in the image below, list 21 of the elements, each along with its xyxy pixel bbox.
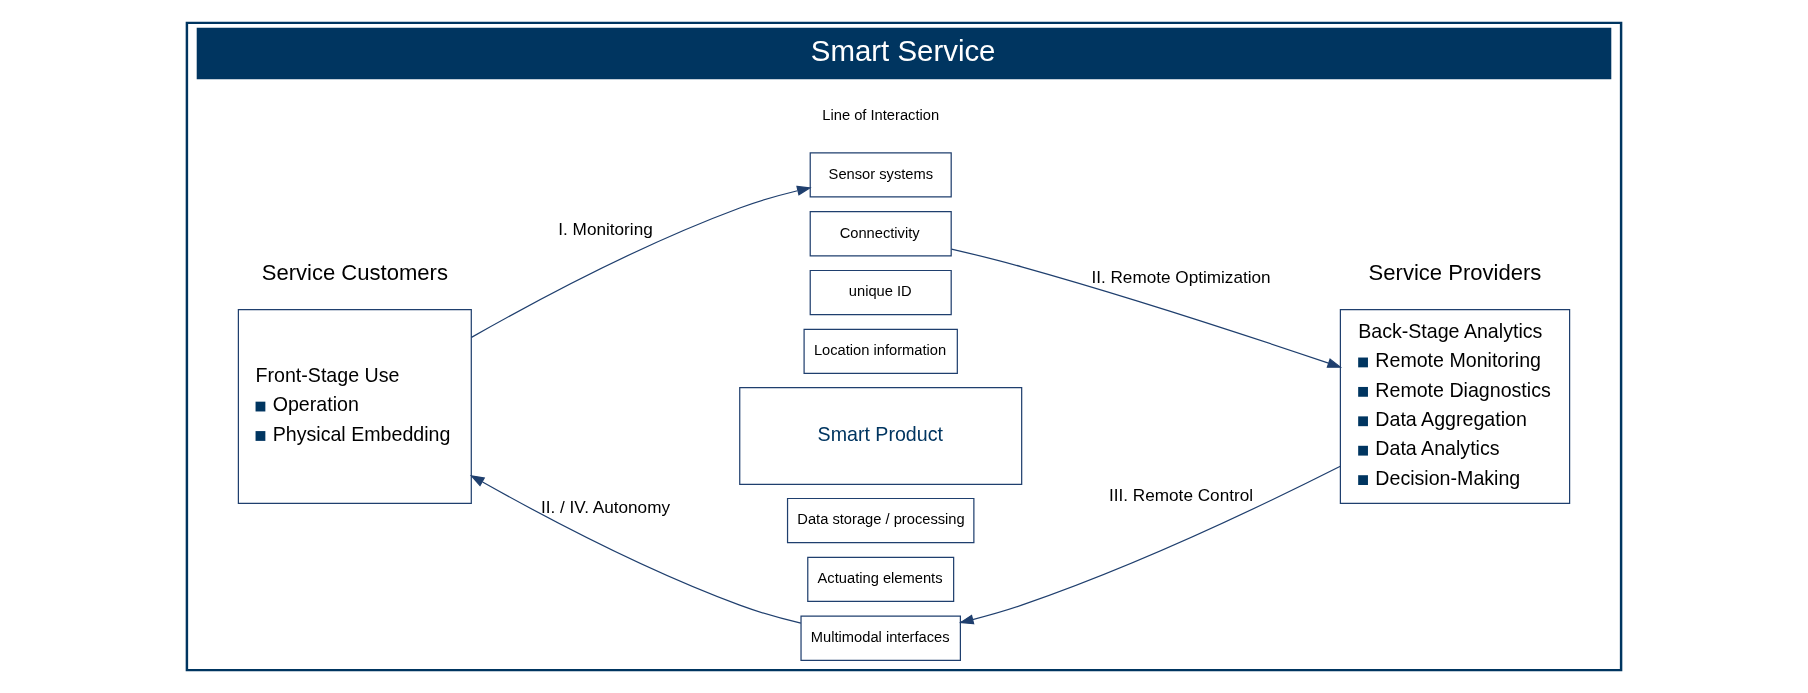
arrow xyxy=(950,248,1343,368)
node-box: Location information xyxy=(803,328,958,375)
label: Service Customers xyxy=(261,259,448,285)
node-box: Actuating elements xyxy=(807,556,955,603)
node-box: Sensor systems xyxy=(809,152,952,198)
node-box: Multimodal interfaces xyxy=(800,615,961,661)
node-box: unique ID xyxy=(809,269,952,316)
edge-label: II. / IV. Autonomy xyxy=(540,497,671,518)
node-box: Front-Stage Use Operation Physical Embedding xyxy=(237,309,472,504)
label: Service Providers xyxy=(1368,259,1542,285)
node-box: Connectivity xyxy=(809,211,952,257)
edge-label: III. Remote Control xyxy=(1109,485,1254,506)
edge-label: I. Monitoring xyxy=(558,219,653,240)
edge-label: II. Remote Optimization xyxy=(1091,267,1271,287)
arrow xyxy=(469,474,802,624)
node-box: Smart Product xyxy=(739,386,1023,485)
label: Line of Interaction xyxy=(822,106,940,123)
node-box: Back-Stage Analytics Remote Monitoring Remote Diagnostics Data Aggregation Data Analytics Decision-Making xyxy=(1339,309,1571,504)
arrow xyxy=(470,185,812,338)
arrow xyxy=(958,465,1341,625)
node-box: Data storage / processing xyxy=(786,497,975,544)
